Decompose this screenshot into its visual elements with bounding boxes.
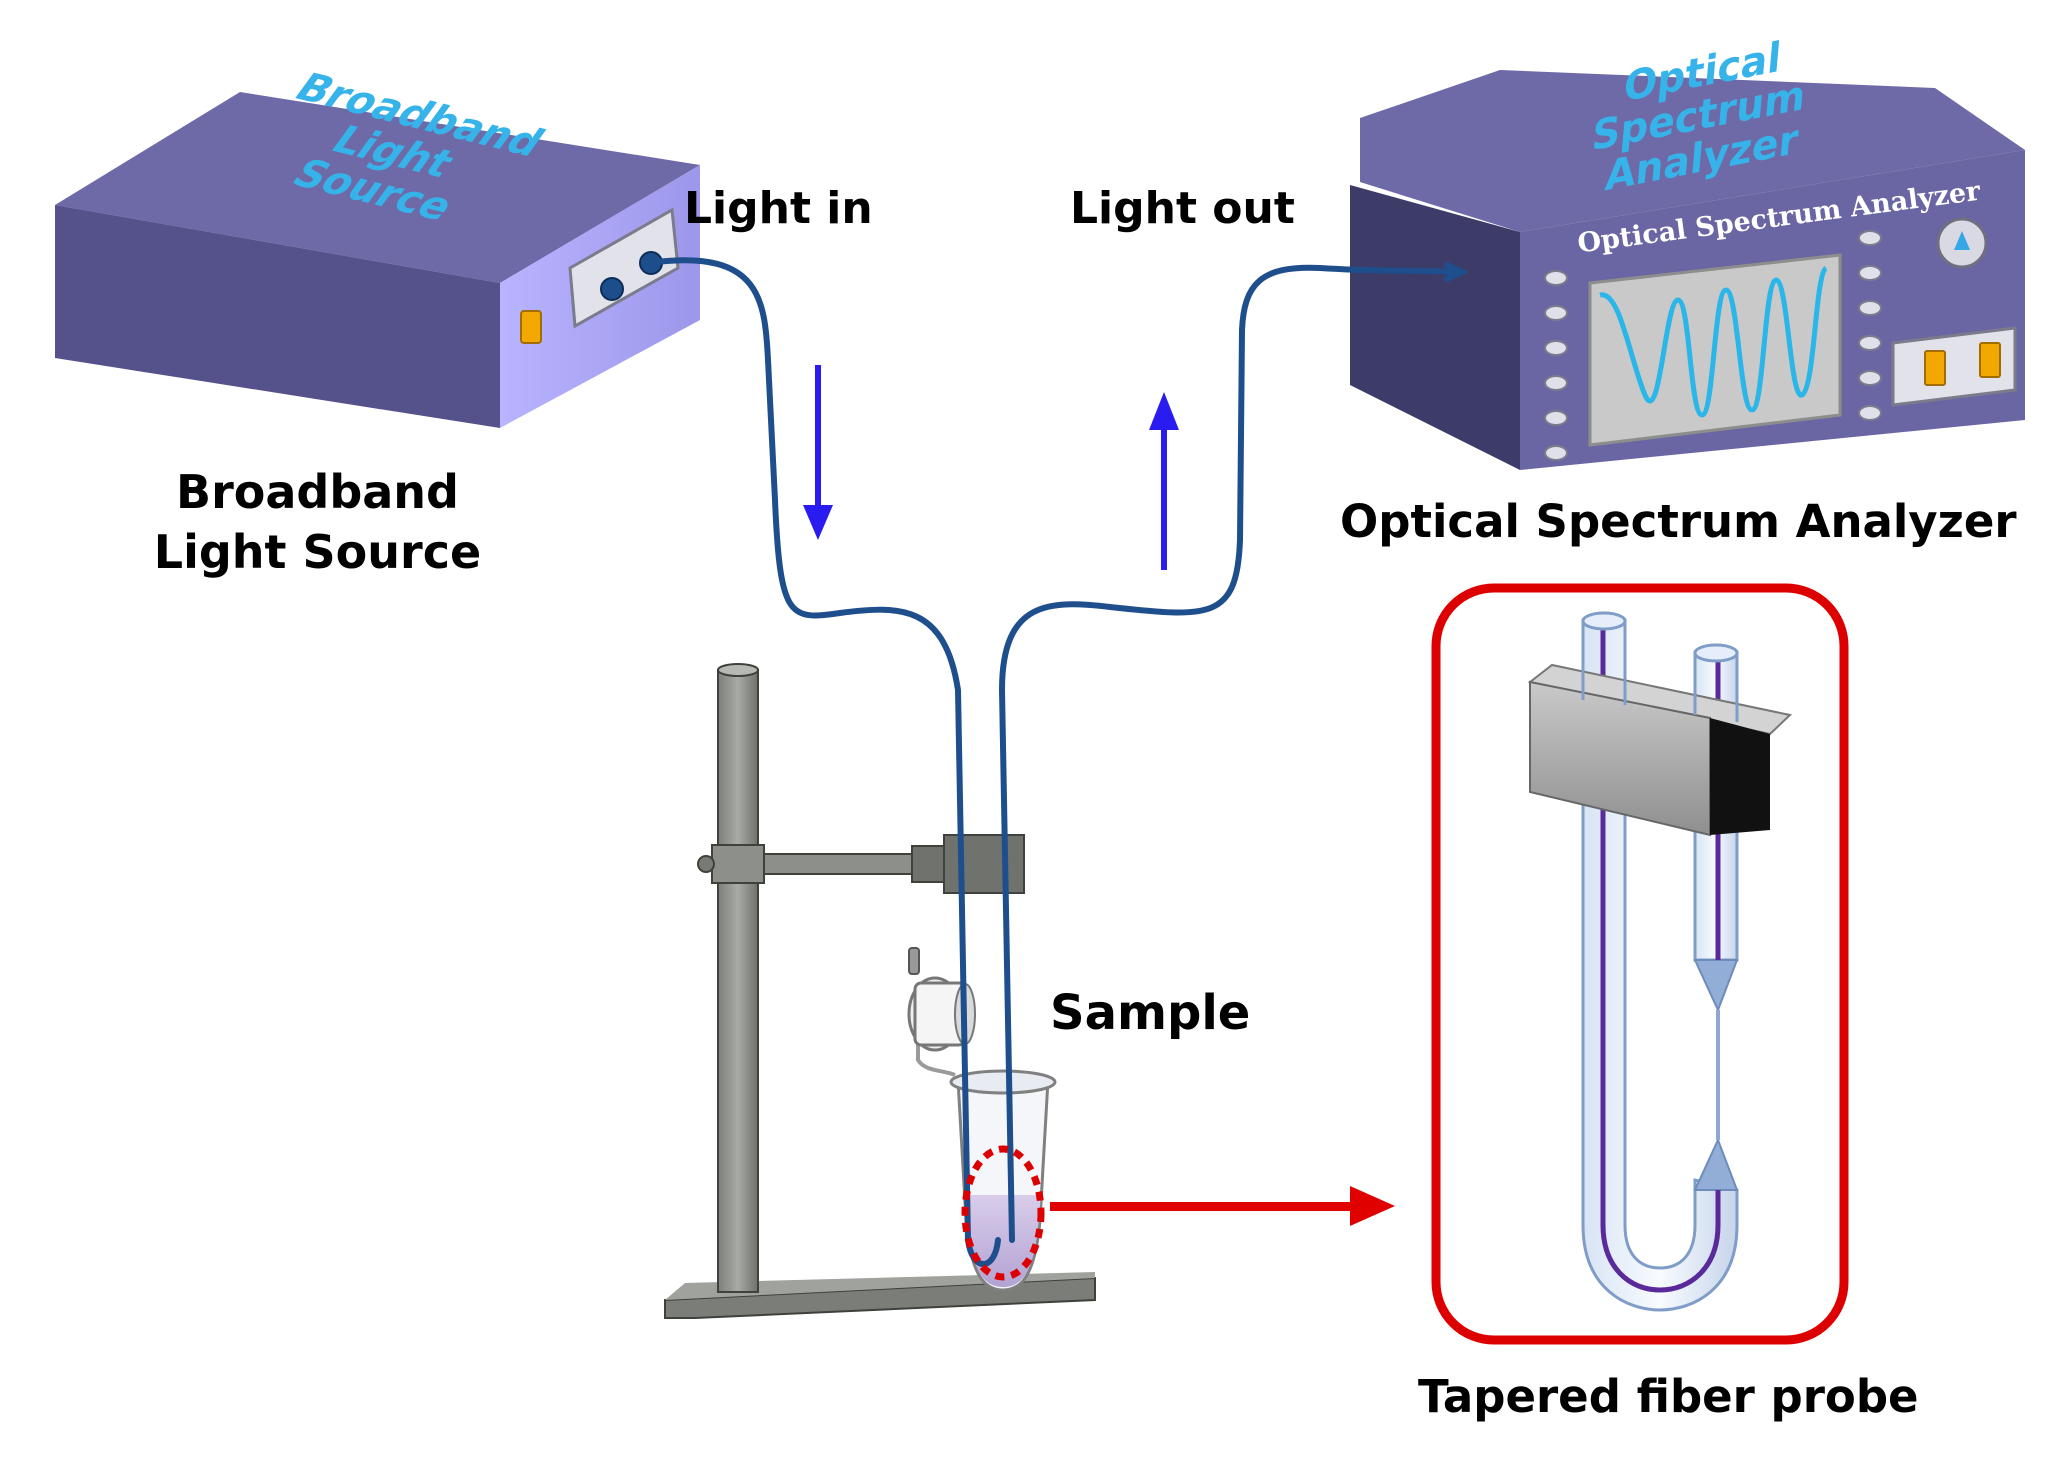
stand-clamp-boss — [711, 844, 765, 884]
source-front-face — [55, 205, 500, 428]
panel-button[interactable] — [1544, 340, 1568, 356]
panel-button[interactable] — [1858, 370, 1882, 386]
source-port-1 — [600, 277, 624, 301]
broadband-light-source-device: Broadband Light Source — [55, 64, 700, 428]
label-source-line2: Light Source — [153, 525, 482, 579]
label-tapered-fiber-probe: Tapered fiber probe — [1418, 1370, 1919, 1423]
fiber-output-tip — [1444, 262, 1470, 282]
sample-tube — [907, 947, 1057, 1292]
stand-clamp-joint — [911, 845, 945, 883]
optical-fibers — [653, 257, 1470, 1267]
fiber-input — [653, 257, 1001, 1267]
panel-button[interactable] — [1544, 375, 1568, 391]
highlight-circle — [961, 1145, 1045, 1281]
label-light-out: Light out — [1070, 183, 1295, 234]
source-connector-plate — [568, 207, 680, 329]
analyzer-right-buttons — [1858, 230, 1882, 421]
analyzer-screen-wave — [1599, 265, 1829, 418]
stand-rod — [717, 669, 759, 1293]
analyzer-top-face — [1360, 70, 2025, 232]
tapered-fiber-probe-drawing — [1527, 611, 1793, 1312]
pointer-arrow — [1050, 1186, 1395, 1226]
analyzer-left-face — [1350, 185, 1520, 470]
tube-rim — [949, 1069, 1057, 1095]
optical-spectrum-analyzer-device: Optical Spectrum Analyzer Optical Spectr… — [1350, 32, 2025, 470]
label-optical-spectrum-analyzer: Optical Spectrum Analyzer — [1340, 495, 2017, 548]
flow-arrow-up — [1149, 392, 1179, 570]
panel-button[interactable] — [1544, 410, 1568, 426]
panel-button[interactable] — [1858, 405, 1882, 421]
analyzer-left-buttons — [1544, 270, 1568, 461]
label-sample: Sample — [1050, 985, 1251, 1041]
retort-stand — [664, 663, 1096, 1319]
label-source-line1: Broadband — [176, 465, 459, 519]
toggle-switch-icon — [1891, 326, 2017, 407]
panel-button[interactable] — [1858, 230, 1882, 246]
fiber-output — [998, 264, 1458, 1243]
panel-button[interactable] — [1544, 305, 1568, 321]
panel-button[interactable] — [1858, 335, 1882, 351]
probe-holder-side — [1710, 718, 1770, 835]
source-top-face — [55, 92, 700, 283]
source-top-text: Broadband Light Source — [232, 64, 567, 241]
tube-cap-strap — [916, 1030, 956, 1077]
stand-clamp-holder — [943, 834, 1025, 894]
knob-icon — [1936, 217, 1988, 269]
probe-taper-waist — [1716, 1010, 1720, 1140]
panel-button[interactable] — [1858, 265, 1882, 281]
panel-button[interactable] — [1544, 270, 1568, 286]
flow-arrow-down — [803, 365, 833, 540]
panel-button[interactable] — [1858, 300, 1882, 316]
label-broadband-light-source: Broadband Light Source — [140, 462, 495, 582]
stand-screw — [697, 855, 715, 873]
source-indicator-switch — [520, 310, 542, 344]
panel-button[interactable] — [1544, 445, 1568, 461]
stand-arm — [763, 853, 915, 875]
label-light-in: Light in — [684, 183, 873, 234]
